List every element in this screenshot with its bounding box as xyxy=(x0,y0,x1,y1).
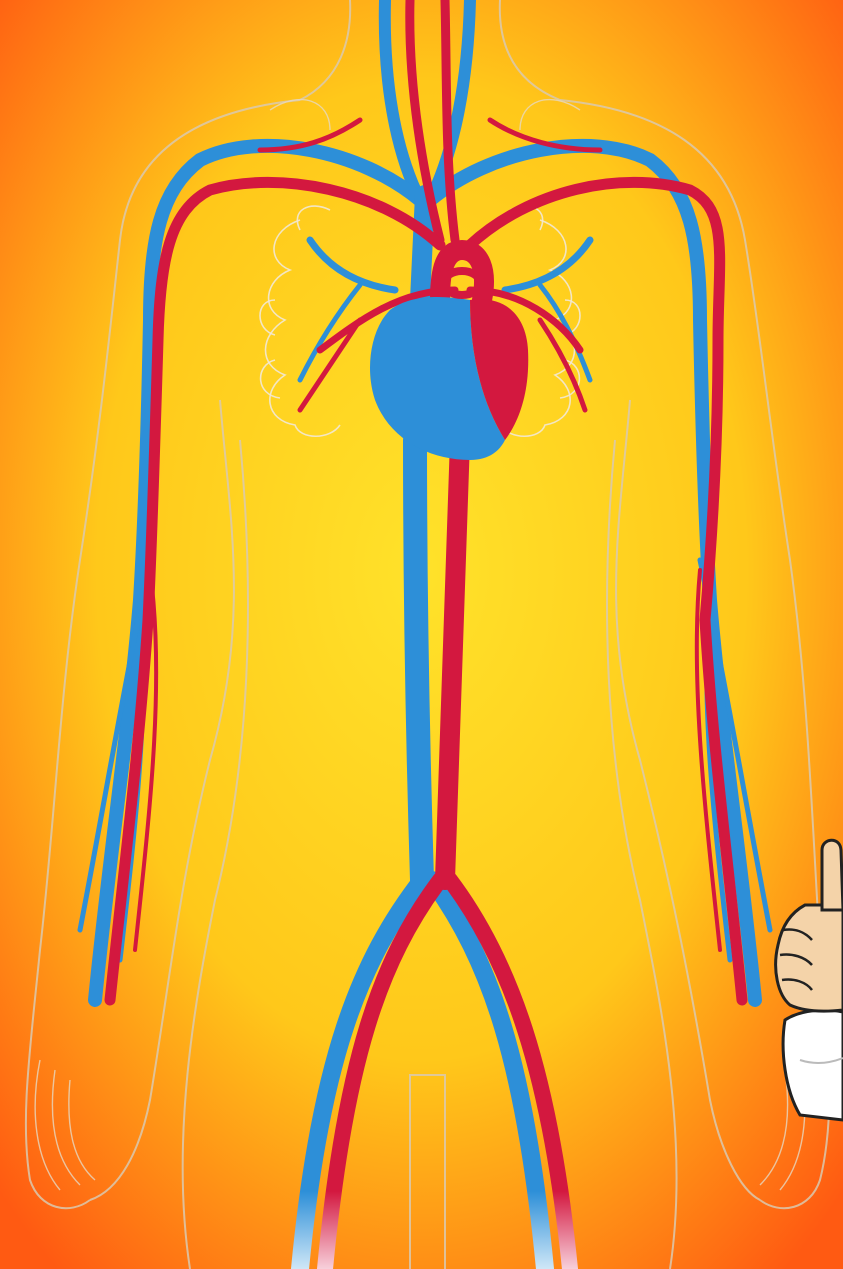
fist xyxy=(776,905,843,1011)
inferior-vena-cava xyxy=(415,440,422,880)
index-finger xyxy=(822,840,843,910)
superior-vena-cava xyxy=(420,195,425,300)
